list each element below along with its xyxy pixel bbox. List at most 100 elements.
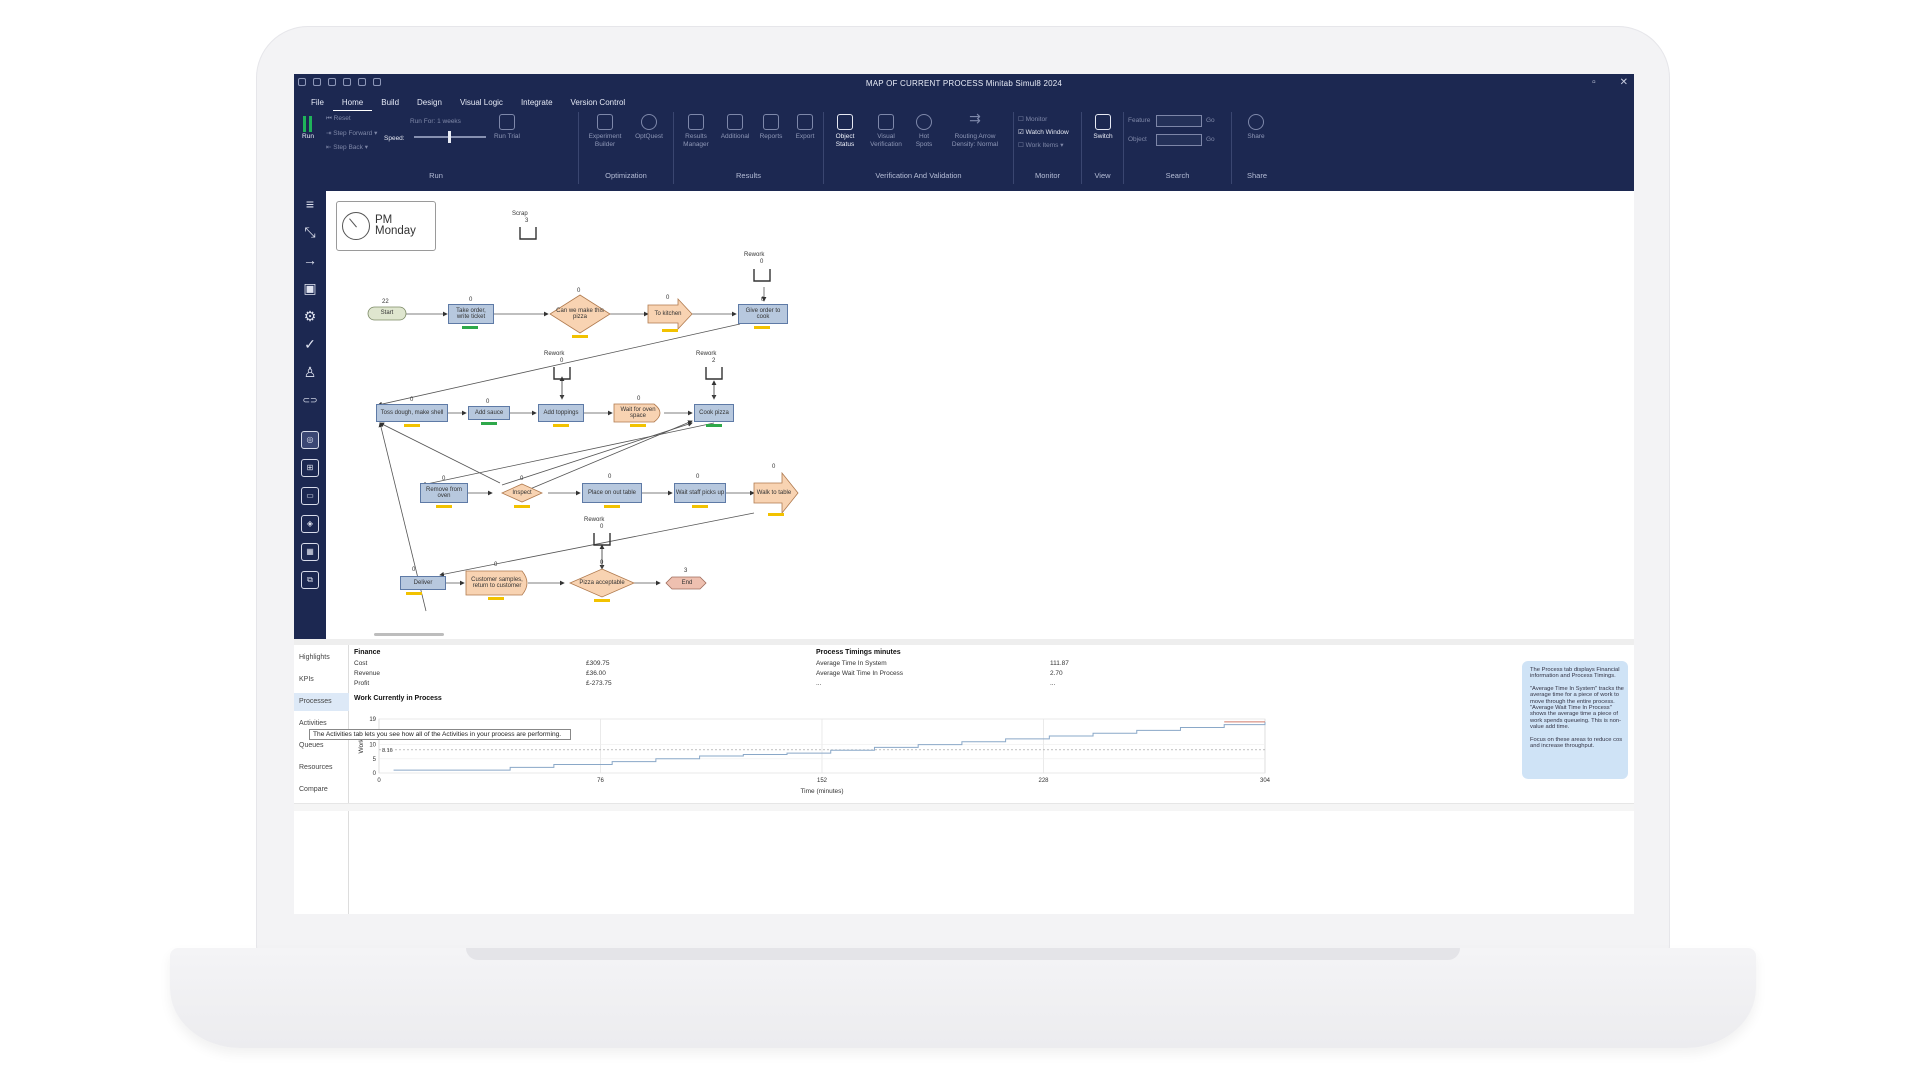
activity-take-order[interactable]: Take order, write ticket	[448, 304, 494, 324]
gallery-icon[interactable]: ⧉	[301, 571, 319, 589]
activity-cook-pizza[interactable]: Cook pizza	[694, 404, 734, 422]
node-count: 0	[469, 297, 473, 303]
activity-deliver[interactable]: Deliver	[400, 576, 446, 590]
save-icon[interactable]: ▣	[303, 280, 317, 296]
hot-spots-button[interactable]: Hot Spots	[910, 114, 938, 149]
activity-icon[interactable]: ◎	[301, 431, 319, 449]
calendar-icon[interactable]: ▦	[301, 543, 319, 561]
activity-place-table[interactable]: Place on out table	[582, 483, 642, 503]
menu-icon[interactable]: ≡	[305, 196, 315, 212]
activity-give-order[interactable]: Give order to cook	[738, 304, 788, 324]
node-count: 0	[600, 560, 604, 566]
restore-icon[interactable]: ▫	[1592, 77, 1596, 88]
travel-walk-table[interactable]: Walk to table	[756, 489, 792, 496]
results-tab-kpis[interactable]: KPIs	[299, 676, 314, 683]
decision-inspect[interactable]: Inspect	[512, 489, 532, 496]
decision-can-we-make[interactable]: Can we make this pizza	[556, 307, 604, 321]
results-manager-button[interactable]: Results Manager	[678, 114, 714, 149]
tab-visual-logic[interactable]: Visual Logic	[459, 98, 503, 107]
arrow-right-icon[interactable]: →	[303, 252, 317, 268]
optquest-button[interactable]: OptQuest	[631, 114, 667, 141]
close-icon[interactable]: ✕	[1619, 77, 1628, 88]
finance-row-value: £309.75	[586, 660, 610, 667]
finance-row-label: Cost	[354, 660, 368, 667]
finance-title: Finance	[354, 649, 381, 656]
additional-button[interactable]: Additional	[718, 114, 752, 141]
results-tab-resources[interactable]: Resources	[299, 764, 333, 771]
results-tab-highlights[interactable]: Highlights	[299, 654, 330, 661]
tab-design[interactable]: Design	[417, 98, 442, 107]
share-button[interactable]: Share	[1240, 114, 1272, 141]
decision-pizza-acceptable[interactable]: Pizza acceptable	[579, 579, 625, 586]
x-tick-label: 76	[597, 778, 604, 784]
reset-button[interactable]: ⏮ Reset	[326, 115, 351, 122]
horizontal-scrollbar[interactable]	[374, 633, 444, 636]
customize-icon[interactable]	[373, 78, 381, 86]
group-label-verification: Verification And Validation	[875, 171, 962, 180]
settings-icon[interactable]: ⚙	[303, 308, 317, 324]
run-for-label[interactable]: Run For: 1 weeks	[410, 118, 461, 125]
activity-add-sauce[interactable]: Add sauce	[468, 406, 510, 420]
tab-file[interactable]: File	[311, 98, 324, 107]
queue-customer-samples[interactable]: Customer samples, return to customer	[471, 576, 523, 590]
object-status-button[interactable]: Object Status	[828, 114, 862, 149]
object-search-input[interactable]	[1156, 134, 1202, 146]
optquest-label: OptQuest	[635, 133, 663, 140]
step-forward-button[interactable]: ⇥ Step Forward ▾	[326, 130, 378, 137]
export-button[interactable]: Export	[790, 114, 820, 141]
undo-icon[interactable]	[328, 78, 336, 86]
window-icon[interactable]: ▭	[301, 487, 319, 505]
work-items-checkbox[interactable]: ☐ Work Items ▾	[1018, 142, 1064, 149]
additional-icon	[727, 114, 743, 130]
results-tab-queues[interactable]: Queues	[299, 742, 324, 749]
decision-icon[interactable]: ◈	[301, 515, 319, 533]
visual-verification-button[interactable]: Visual Verification	[866, 114, 906, 149]
results-tab-compare[interactable]: Compare	[299, 786, 328, 793]
tab-home[interactable]: Home	[332, 98, 373, 111]
process-canvas[interactable]: PM Monday Scrap 3 Rework 0 Rework 0 Rewo…	[326, 191, 1634, 639]
run-button[interactable]: Run	[296, 114, 320, 141]
tab-build[interactable]: Build	[381, 98, 400, 107]
check-icon[interactable]: ✓	[304, 336, 316, 352]
status-indicator	[553, 424, 569, 427]
queue-wait-oven[interactable]: Wait for oven space	[620, 406, 656, 420]
results-tab-processes[interactable]: Processes	[294, 693, 349, 711]
start-node[interactable]: Start	[380, 310, 394, 317]
route-icon[interactable]: ⤡	[304, 224, 316, 240]
feature-go-button[interactable]: Go	[1206, 117, 1215, 124]
experiment-builder-button[interactable]: Experiment Builder	[585, 114, 625, 149]
switch-button[interactable]: Switch	[1087, 114, 1119, 141]
object-go-button[interactable]: Go	[1206, 136, 1215, 143]
activities-tooltip: The Activities tab lets you see how all …	[309, 729, 571, 740]
reports-button[interactable]: Reports	[756, 114, 786, 141]
activity-add-toppings[interactable]: Add toppings	[538, 404, 584, 422]
node-count: 0	[772, 464, 776, 470]
results-tab-activities[interactable]: Activities	[299, 720, 327, 727]
object-status-label: Object Status	[835, 133, 855, 148]
routing-arrow-density-button[interactable]: ⇉ Routing Arrow Density: Normal	[942, 111, 1008, 149]
activity-toss-dough[interactable]: Toss dough, make shell	[376, 404, 448, 422]
run-trial-button[interactable]: Run Trial	[492, 114, 522, 141]
save-quick-icon[interactable]	[313, 78, 321, 86]
person-icon[interactable]: ♙	[303, 364, 317, 380]
print-icon[interactable]	[358, 78, 366, 86]
resources-icon[interactable]: ⊞	[301, 459, 319, 477]
watch-window-checkbox[interactable]: ☑ Watch Window	[1018, 129, 1069, 136]
activity-wait-staff[interactable]: Wait staff picks up	[674, 483, 726, 503]
group-label-monitor: Monitor	[1034, 171, 1060, 180]
step-back-button[interactable]: ⇤ Step Back ▾	[326, 144, 368, 151]
tab-integrate[interactable]: Integrate	[520, 98, 553, 107]
speed-slider[interactable]	[414, 131, 486, 143]
tab-version-control[interactable]: Version Control	[570, 98, 626, 107]
link-icon[interactable]: ⊂⊃	[302, 395, 318, 405]
travel-to-kitchen[interactable]: To kitchen	[654, 310, 682, 317]
ribbon-group-results: Results Manager Additional Reports Expor…	[674, 112, 824, 184]
end-node[interactable]: End	[681, 579, 693, 586]
redo-icon[interactable]	[343, 78, 351, 86]
timings-row-label: Average Time In System	[816, 660, 887, 667]
speed-slider-thumb[interactable]	[448, 131, 451, 143]
activity-remove-oven[interactable]: Remove from oven	[420, 483, 468, 503]
feature-search-input[interactable]	[1156, 115, 1202, 127]
monitor-checkbox[interactable]: ☐ Monitor	[1018, 116, 1048, 123]
